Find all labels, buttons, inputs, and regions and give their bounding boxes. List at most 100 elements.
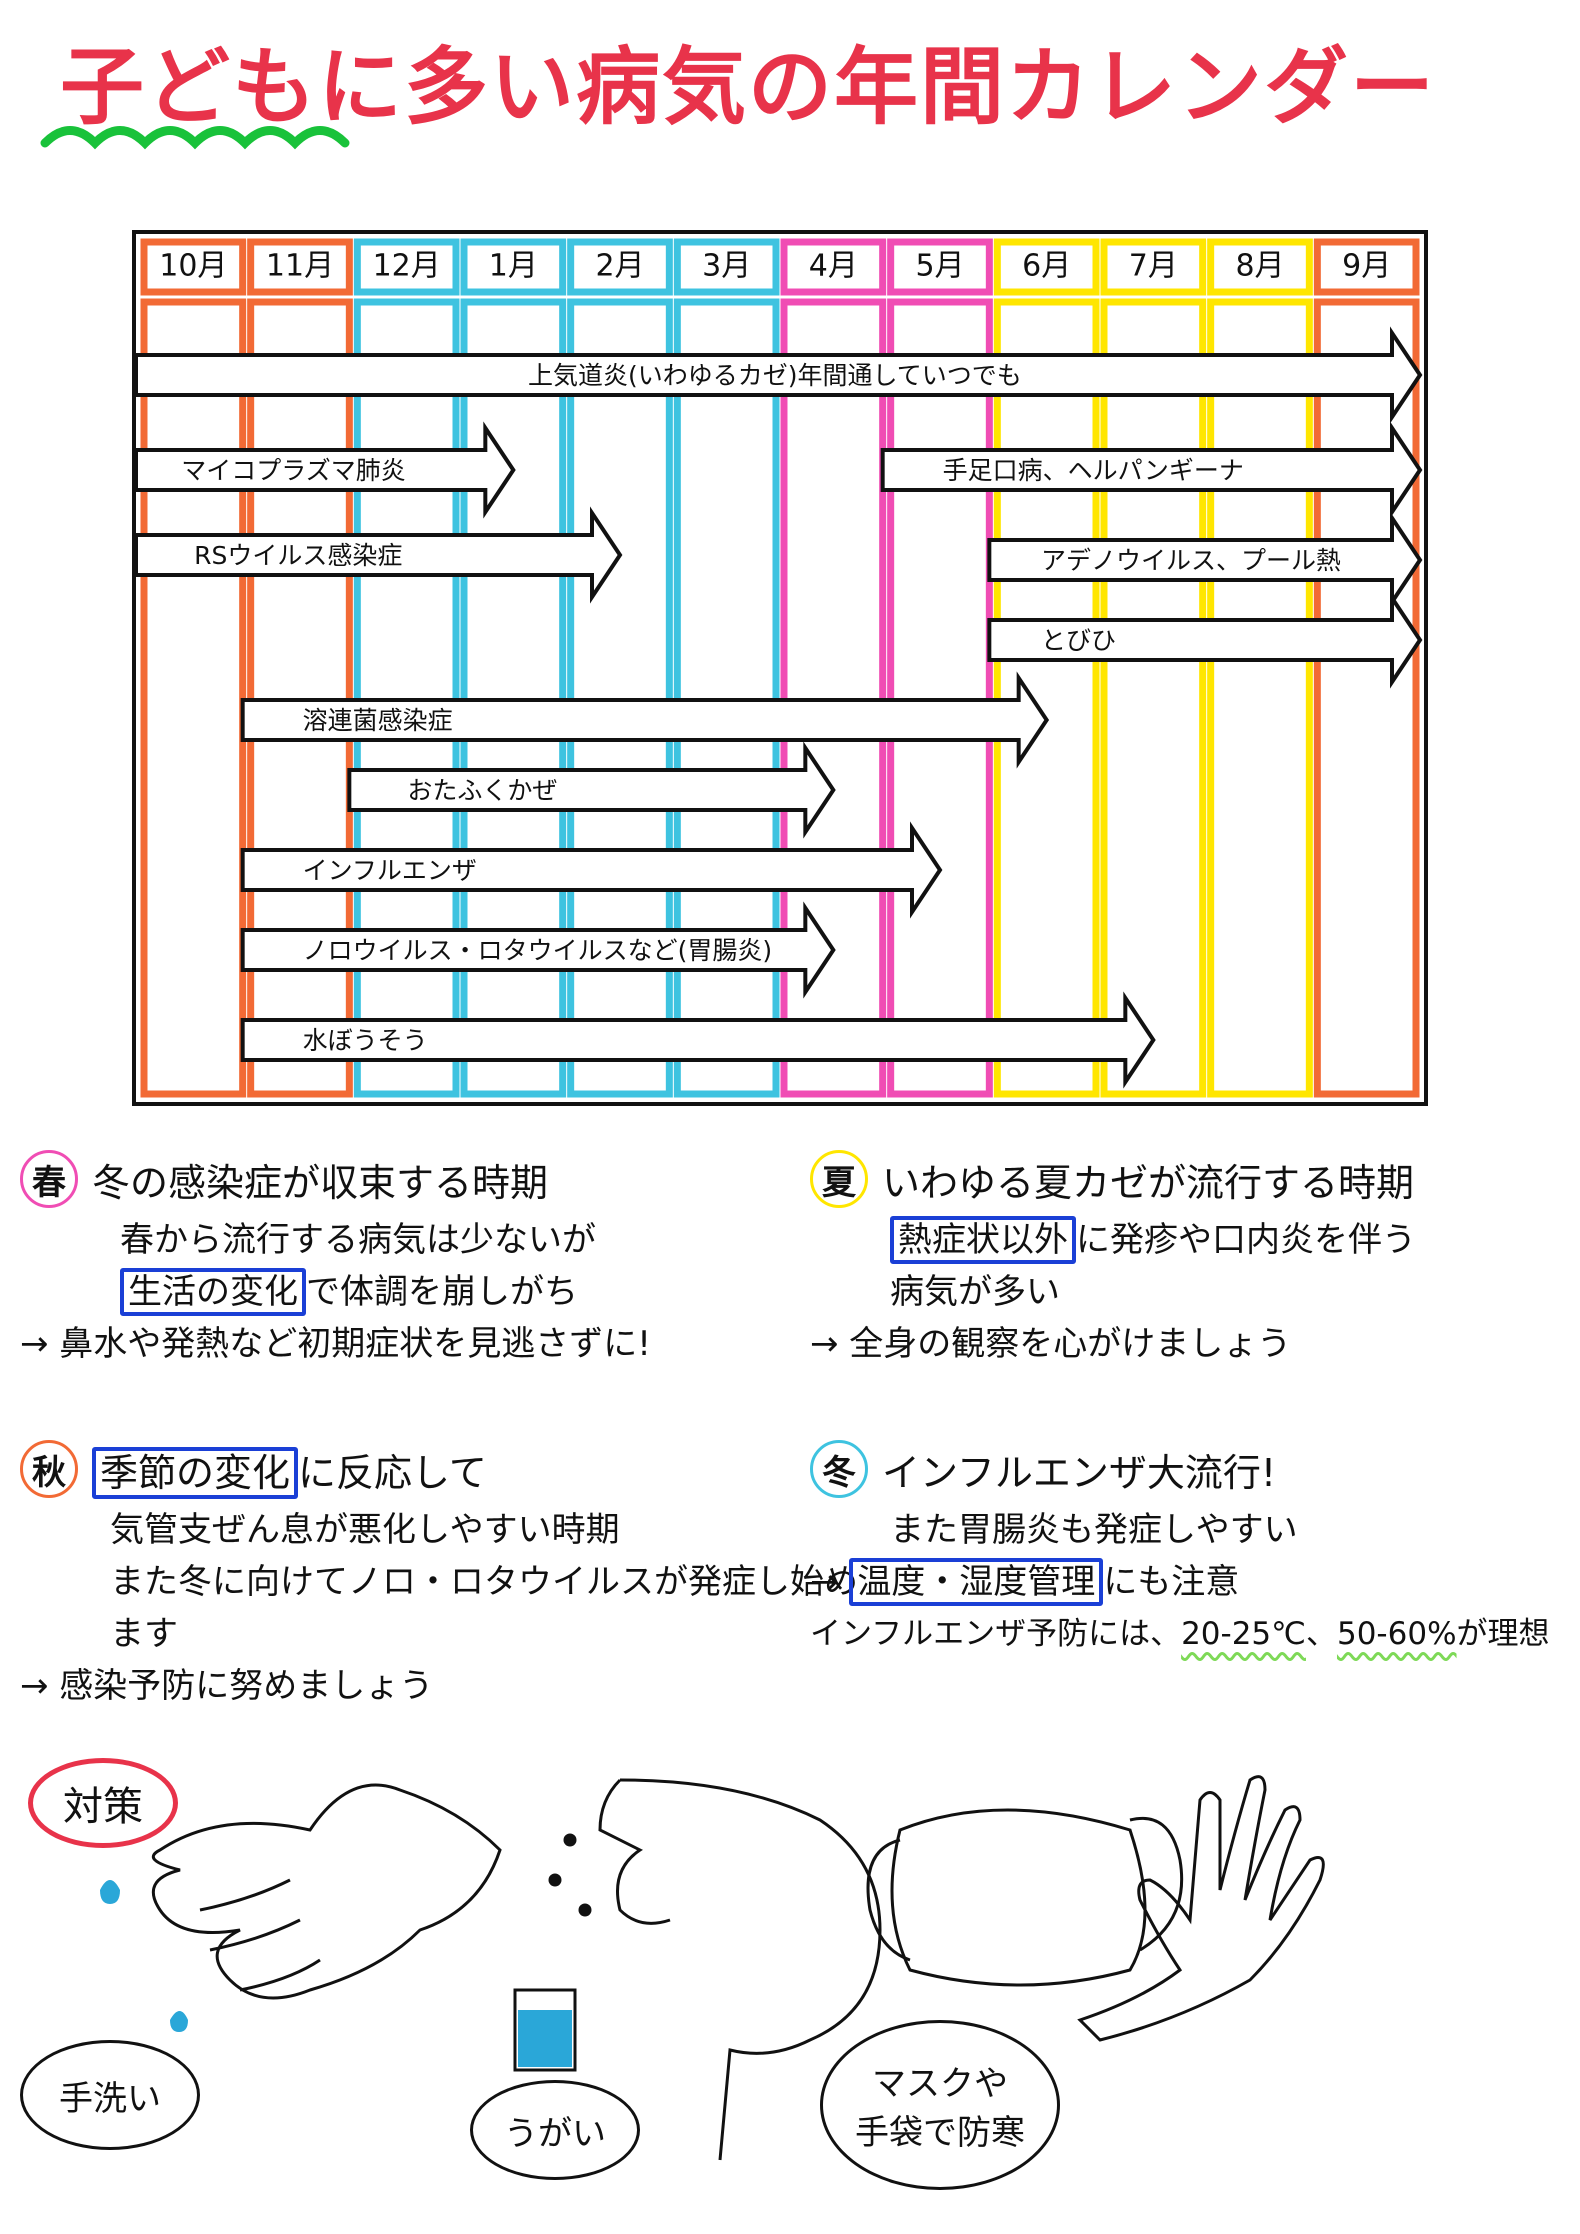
month-header-box xyxy=(887,238,993,296)
measures-illustrations xyxy=(100,1775,1325,2161)
month-header-box xyxy=(460,238,567,296)
disease-arrow-label: アデノウイルス、プール熱 xyxy=(1041,546,1341,575)
summer-advice: → 全身の観察を心がけましょう xyxy=(810,1324,1292,1364)
autumn-line2: また冬に向けてノロ・ロタウイルスが発症し始め xyxy=(110,1562,858,1602)
month-label: 1月 xyxy=(489,249,538,284)
autumn-badge: 秋 xyxy=(20,1440,78,1498)
month-header-box xyxy=(1100,238,1207,296)
disease-arrow-label: ノロウイルス・ロタウイルスなど(胃腸炎) xyxy=(303,936,773,965)
month-header-box xyxy=(353,238,460,296)
disease-arrow xyxy=(134,421,516,519)
winter-badge: 冬 xyxy=(810,1440,868,1498)
summer-badge: 夏 xyxy=(810,1150,868,1208)
autumn-section: 秋 季節の変化に反応して 気管支ぜん息が悪化しやすい時期 また冬に向けてノロ・ロ… xyxy=(20,1440,858,1712)
disease-arrow xyxy=(240,671,1050,769)
month-column xyxy=(1100,298,1207,1098)
winter-headline: インフルエンザ大流行! xyxy=(882,1450,1277,1495)
cup-icon xyxy=(513,1988,577,2072)
summer-boxed-text: 熱症状以外 xyxy=(890,1216,1076,1264)
disease-arrow xyxy=(240,901,836,999)
disease-arrow xyxy=(987,511,1423,609)
disease-arrow xyxy=(347,741,836,839)
spring-line1: 春から流行する病気は少ないが xyxy=(120,1220,596,1260)
mask-illustration xyxy=(866,1808,1184,1987)
disease-arrow-label: 溶連菌感染症 xyxy=(303,706,453,735)
winter-line3-prefix: インフルエンザ予防には、 xyxy=(810,1616,1182,1652)
glove-illustration xyxy=(1077,1775,1325,2042)
autumn-line1: 気管支ぜん息が悪化しやすい時期 xyxy=(110,1510,620,1550)
mask-label-line2: 手袋で防寒 xyxy=(855,2113,1025,2153)
calendar-frame xyxy=(132,230,1428,1106)
month-header-box xyxy=(993,238,1100,296)
winter-separator: 、 xyxy=(1305,1616,1337,1652)
summer-line1: に発疹や口内炎を伴う xyxy=(1076,1220,1416,1260)
month-label: 2月 xyxy=(595,249,644,284)
spring-section: 春 冬の感染症が収束する時期 春から流行する病気は少ないが 生活の変化で体調を崩… xyxy=(20,1150,651,1370)
month-header-box xyxy=(567,238,673,296)
disease-arrow-label: 手足口病、ヘルパンギーナ xyxy=(943,456,1244,485)
disease-arrow-label: 上気道炎(いわゆるカゼ)年間通していつでも xyxy=(528,361,1022,390)
winter-line2: にも注意 xyxy=(1103,1562,1240,1602)
water-drop-icon xyxy=(100,1880,120,1904)
gargle-label: うがい xyxy=(504,2113,606,2154)
disease-arrow-label: 水ぼうそう xyxy=(303,1026,428,1055)
measures-badge: 対策 xyxy=(28,1758,178,1848)
winter-line3-rest: が理想 xyxy=(1456,1616,1550,1652)
disease-arrow xyxy=(240,821,943,919)
month-label: 7月 xyxy=(1129,249,1178,284)
spring-line2: で体調を崩しがち xyxy=(306,1272,578,1312)
month-label: 3月 xyxy=(702,249,751,284)
summer-line2: 病気が多い xyxy=(890,1272,1060,1312)
month-label: 9月 xyxy=(1342,249,1391,284)
autumn-advice: → 感染予防に努めましょう xyxy=(20,1666,434,1706)
disease-arrow-label: インフルエンザ xyxy=(303,856,477,885)
spring-boxed-text: 生活の変化 xyxy=(120,1268,306,1316)
month-header-box xyxy=(780,238,887,296)
disease-calendar: 10月 11月 12月 1月 2月 3月 4月 5月 6月 7月 8月 9月上気道炎(いわゆるカゼ)年… xyxy=(132,230,1428,1106)
month-label: 10月 xyxy=(159,249,227,284)
winter-humidity: 50-60% xyxy=(1336,1616,1457,1652)
month-column xyxy=(1313,298,1420,1098)
month-header-box xyxy=(673,238,780,296)
autumn-line3: ます xyxy=(110,1614,178,1654)
hand-washing-illustration xyxy=(151,1783,502,2000)
winter-section: 冬 インフルエンザ大流行! また胃腸炎も発症しやすい → 温度・湿度管理にも注意… xyxy=(810,1440,1550,1660)
water-drop-icon-2 xyxy=(170,2011,188,2032)
summer-section: 夏 いわゆる夏カゼが流行する時期 熱症状以外に発疹や口内炎を伴う 病気が多い →… xyxy=(810,1150,1416,1370)
autumn-boxed-text: 季節の変化 xyxy=(92,1446,299,1499)
winter-boxed-text: 温度・湿度管理 xyxy=(849,1558,1104,1606)
month-label: 6月 xyxy=(1022,249,1071,284)
month-label: 8月 xyxy=(1235,249,1284,284)
disease-arrow xyxy=(880,421,1423,519)
month-header-box xyxy=(1207,238,1313,296)
month-header-box xyxy=(247,238,353,296)
disease-arrow-label: おたふくかぜ xyxy=(407,776,557,805)
month-label: 11月 xyxy=(266,249,334,284)
winter-temperature: 20-25℃ xyxy=(1181,1616,1306,1652)
disease-arrow-label: マイコプラズマ肺炎 xyxy=(181,456,406,485)
month-column xyxy=(1207,298,1313,1098)
disease-arrow xyxy=(134,326,1423,424)
disease-arrow xyxy=(240,991,1156,1089)
disease-arrow xyxy=(134,506,623,604)
spring-headline: 冬の感染症が収束する時期 xyxy=(92,1160,549,1205)
gargle-bubble: うがい xyxy=(470,2080,640,2180)
month-label: 4月 xyxy=(809,249,858,284)
winter-line1: また胃腸炎も発症しやすい xyxy=(890,1510,1298,1550)
handwash-bubble: 手洗い xyxy=(20,2040,200,2150)
mask-label-line1: マスクや xyxy=(872,2064,1008,2104)
disease-arrow-label: とびひ xyxy=(1041,626,1116,655)
disease-arrow-label: RSウイルス感染症 xyxy=(194,541,402,570)
month-header-box xyxy=(1313,238,1420,296)
spring-badge: 春 xyxy=(20,1150,78,1208)
winter-arrow: → xyxy=(810,1562,839,1602)
month-label: 12月 xyxy=(373,249,441,284)
autumn-headline: に反応して xyxy=(298,1450,487,1495)
disease-arrow xyxy=(987,591,1423,689)
month-label: 5月 xyxy=(915,249,964,284)
spring-advice: → 鼻水や発熱など初期症状を見逃さずに! xyxy=(20,1324,651,1364)
month-column xyxy=(140,298,247,1098)
handwash-label: 手洗い xyxy=(59,2078,161,2119)
title-wavy-underline xyxy=(40,126,350,150)
page-title: 子どもに多い病気の年間カレンダー xyxy=(60,38,1437,136)
